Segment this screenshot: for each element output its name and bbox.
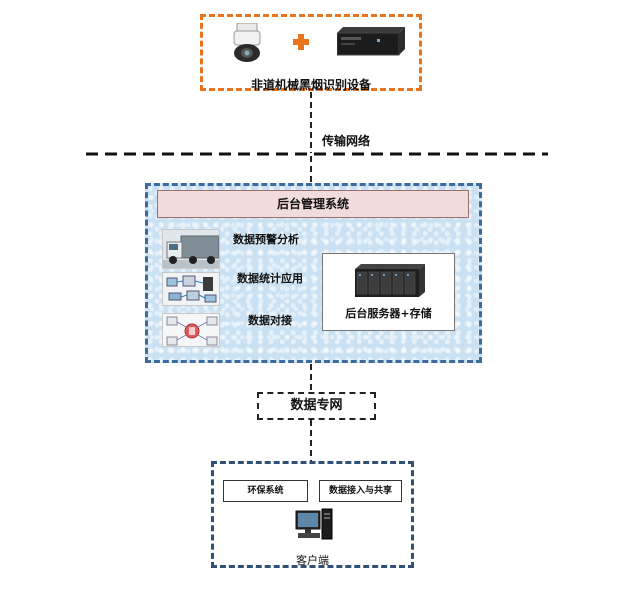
- network-label: 传输网络: [322, 134, 371, 148]
- server-box: 后台服务器+存储: [322, 253, 455, 331]
- plus-icon: [293, 34, 309, 50]
- server-label: 后台服务器+存储: [345, 307, 432, 320]
- dome-camera-icon: [233, 23, 261, 62]
- desktop-computer-icon: [295, 508, 333, 540]
- device-box: 非道机械黑烟识别设备: [200, 14, 422, 92]
- flow-label-2: 数据统计应用: [237, 272, 303, 285]
- network-devices-image: [162, 272, 220, 306]
- client-box: 环保系统 数据接入与共享 客户端: [211, 461, 414, 568]
- flow-label-1: 数据预警分析: [233, 233, 299, 246]
- private-network-box: 数据专网: [257, 392, 376, 420]
- device-label: 非道机械黑烟识别设备: [250, 78, 371, 92]
- server-rack-icon: [355, 264, 425, 297]
- client-system-2: 数据接入与共享: [319, 480, 402, 502]
- backend-title: 后台管理系统: [157, 190, 469, 218]
- client-label: 客户端: [296, 554, 329, 567]
- recorder-icon: [337, 27, 405, 56]
- client-system-1: 环保系统: [223, 480, 308, 502]
- flow-label-3: 数据对接: [248, 314, 292, 327]
- truck-image: [162, 229, 220, 269]
- data-exchange-image: [162, 313, 220, 347]
